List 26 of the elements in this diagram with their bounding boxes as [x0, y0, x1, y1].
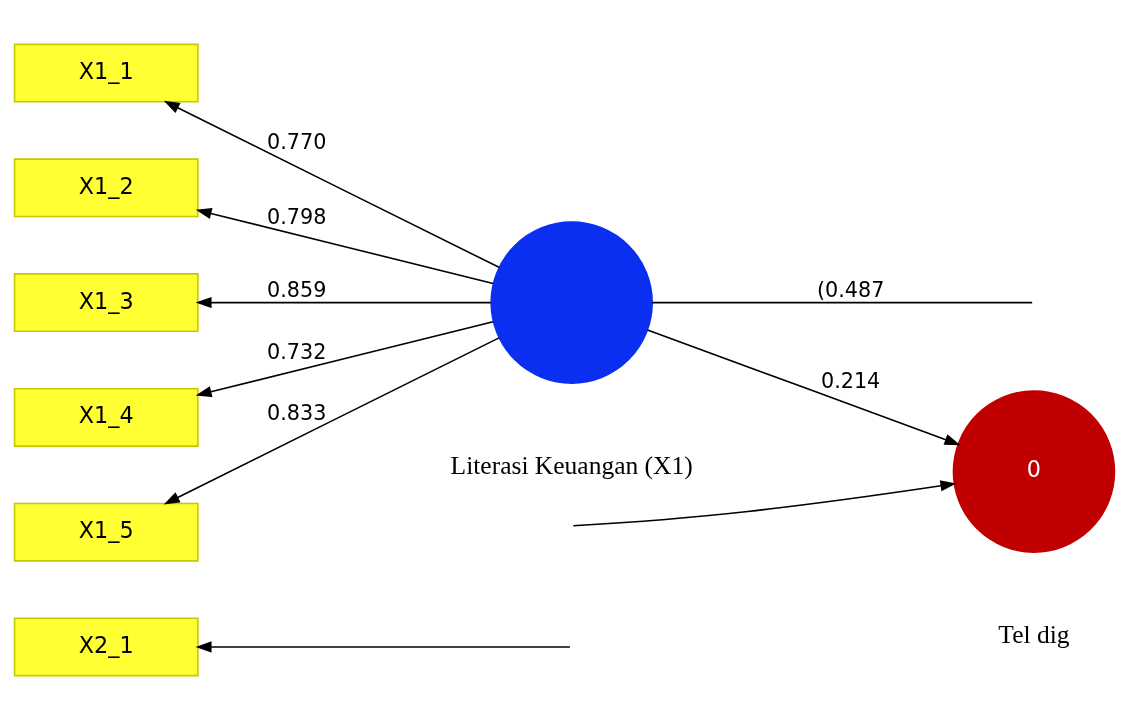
edge-label: 0.214: [820, 368, 881, 393]
node-box: X2_1: [13, 616, 199, 676]
connector: [651, 301, 1033, 303]
arrow: [163, 336, 500, 504]
arrow: [646, 328, 961, 445]
arrow: [572, 479, 957, 527]
node-circle: 0: [952, 389, 1116, 553]
edge-label: 0.798: [267, 204, 327, 229]
edge-label: 0.833: [267, 400, 327, 425]
node-box: X1_1: [13, 43, 199, 103]
edge-label: 0.770: [267, 129, 327, 154]
arrow: [195, 296, 492, 308]
node-box: X1_2: [13, 157, 199, 217]
node-label: Literasi Keuangan (X1): [450, 450, 693, 480]
node-box: X1_4: [13, 387, 199, 447]
arrow: [195, 640, 571, 652]
arrow: [195, 207, 494, 284]
node-box: X1_3: [13, 272, 199, 332]
arrow: [163, 100, 500, 268]
edge-label: 0.859: [267, 277, 327, 302]
edge-label: (0.487: [816, 277, 885, 302]
node-label: Tel dig: [998, 619, 1070, 649]
edge-label: 0.732: [267, 339, 327, 364]
arrow: [195, 320, 494, 397]
node-circle: [490, 220, 653, 384]
node-box: X1_5: [13, 502, 199, 562]
